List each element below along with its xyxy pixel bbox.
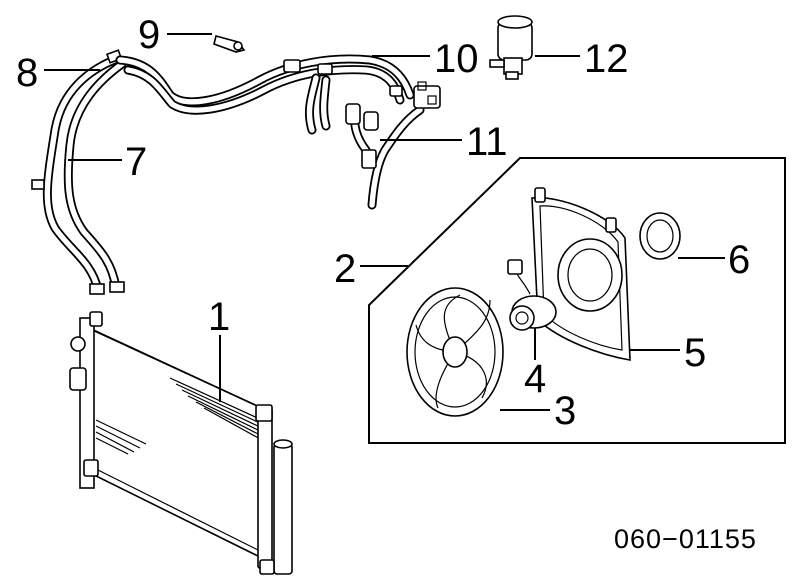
reference-number: 060−01155 — [614, 524, 757, 554]
leader-lines — [44, 33, 725, 411]
pipe-11 — [345, 81, 441, 210]
callout-11: 11 — [466, 120, 508, 164]
callout-5: 5 — [684, 331, 706, 375]
callout-9: 9 — [138, 13, 160, 57]
callout-1: 1 — [208, 295, 230, 339]
callout-12: 12 — [584, 37, 629, 81]
part-9-clip — [213, 35, 246, 53]
part-1-condenser — [69, 311, 293, 575]
callout-3: 3 — [554, 389, 576, 433]
hose-assembly-7-8 — [31, 49, 127, 295]
callout-6: 6 — [728, 238, 750, 282]
callout-labels: 9 8 7 10 11 12 1 2 3 4 5 6 — [16, 13, 750, 433]
part-5-fan-shroud — [531, 187, 631, 361]
callout-2: 2 — [334, 247, 356, 291]
part-2-fan-assembly-box — [368, 157, 786, 444]
callout-10: 10 — [434, 37, 479, 81]
part-4-fan-motor — [507, 259, 557, 331]
callout-7: 7 — [125, 140, 147, 184]
condenser-fins — [95, 377, 263, 455]
part-12-receiver-drier — [489, 15, 533, 80]
part-6-seal-ring — [639, 212, 681, 260]
pipe-10 — [115, 54, 415, 135]
callout-8: 8 — [16, 51, 38, 95]
part-3-fan-blade — [406, 287, 504, 417]
callout-4: 4 — [524, 357, 546, 401]
